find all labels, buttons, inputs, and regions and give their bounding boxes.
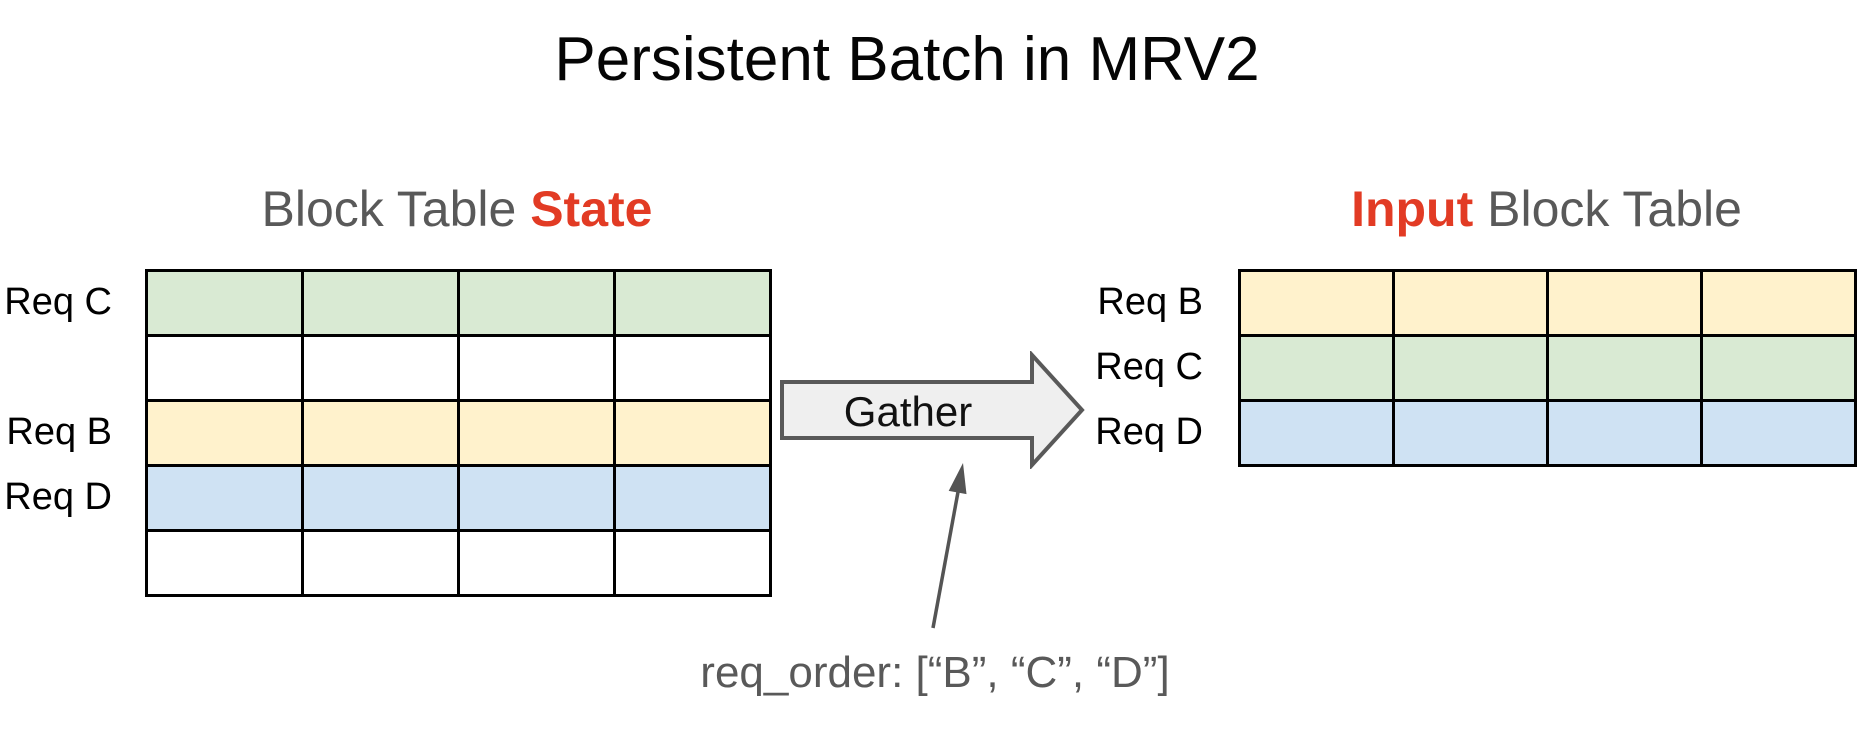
row-label: Req B (6, 410, 112, 453)
left-heading-highlight: State (530, 181, 653, 237)
block-cell (1392, 269, 1549, 337)
block-cell (613, 464, 772, 532)
block-cell (1392, 399, 1549, 467)
left-heading-prefix: Block Table (261, 181, 531, 237)
block-cell (1546, 334, 1703, 402)
block-cell (145, 334, 304, 402)
block-table-row (145, 334, 772, 402)
block-cell (457, 399, 616, 467)
annotation-arrow-icon (931, 463, 967, 629)
block-cell (1546, 399, 1703, 467)
block-table-state (145, 269, 772, 597)
slide-title: Persistent Batch in MRV2 (554, 25, 1260, 94)
block-cell (613, 529, 772, 597)
block-cell (457, 269, 616, 337)
block-cell (1238, 269, 1395, 337)
block-cell (1238, 399, 1395, 467)
block-cell (457, 334, 616, 402)
block-cell (301, 269, 460, 337)
right-heading-suffix: Block Table (1473, 181, 1742, 237)
block-cell (145, 269, 304, 337)
block-table-row (145, 269, 772, 337)
block-cell (457, 529, 616, 597)
block-cell (613, 399, 772, 467)
block-cell (1238, 334, 1395, 402)
block-cell (301, 334, 460, 402)
left-table-heading: Block Table State (145, 180, 769, 238)
block-cell (457, 464, 616, 532)
gather-arrow-icon (780, 351, 1085, 469)
right-table-heading: Input Block Table (1238, 180, 1855, 238)
gather-arrow-label: Gather (843, 388, 973, 435)
row-label: Req C (4, 280, 112, 323)
block-table-row (145, 529, 772, 597)
block-cell (301, 529, 460, 597)
block-table-row (1238, 269, 1857, 337)
block-cell (613, 269, 772, 337)
row-label: Req C (1095, 345, 1203, 388)
block-table-row (145, 399, 772, 467)
block-cell (1700, 399, 1857, 467)
block-cell (145, 529, 304, 597)
right-heading-highlight: Input (1351, 181, 1474, 237)
block-cell (1546, 269, 1703, 337)
row-label: Req D (1095, 410, 1203, 453)
block-table-row (145, 464, 772, 532)
block-cell (613, 334, 772, 402)
block-table-row (1238, 334, 1857, 402)
block-cell (1700, 334, 1857, 402)
row-label: Req B (1097, 280, 1203, 323)
block-cell (145, 464, 304, 532)
block-table-row (1238, 399, 1857, 467)
block-cell (145, 399, 304, 467)
input-block-table (1238, 269, 1857, 467)
block-cell (301, 464, 460, 532)
block-cell (1392, 334, 1549, 402)
req-order-annotation: req_order: [“B”, “C”, “D”] (700, 648, 1170, 697)
row-label: Req D (4, 475, 112, 518)
block-cell (1700, 269, 1857, 337)
block-cell (301, 399, 460, 467)
